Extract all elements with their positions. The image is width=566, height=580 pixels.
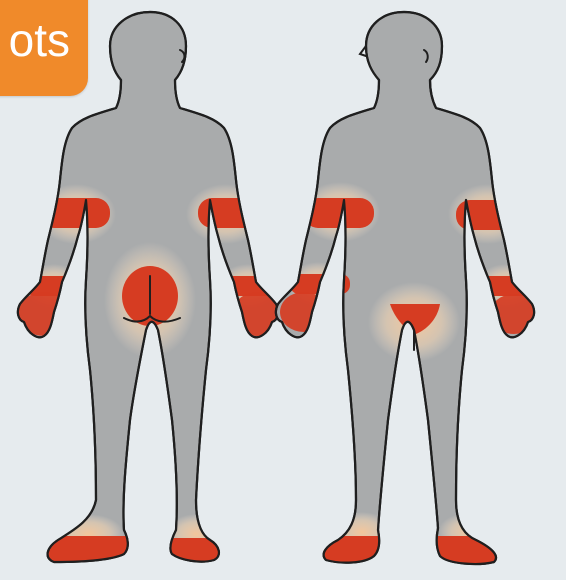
hotspot-right-hand [490, 294, 538, 334]
hotspot-right-wrist [220, 276, 280, 296]
section-badge: ots [0, 0, 88, 96]
hotspot-left-foot [30, 536, 130, 570]
hotspot-right-wrist [478, 276, 538, 296]
hotspot-left-hand [280, 292, 328, 332]
hotspot-left-wrist [26, 276, 86, 296]
hotspot-left-forearm [40, 198, 110, 228]
nose-line [360, 46, 366, 56]
front-view-figure [276, 12, 538, 570]
badge-label: ots [0, 12, 88, 68]
hotspot-left-foot [320, 536, 392, 570]
